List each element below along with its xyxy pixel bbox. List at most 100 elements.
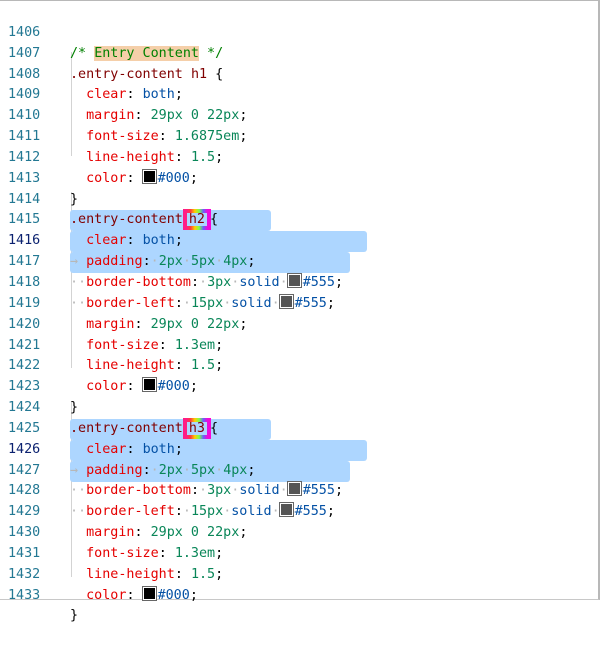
selector: .entry-content <box>70 212 183 228</box>
property: clear <box>86 441 127 457</box>
color-swatch-icon[interactable] <box>141 377 157 393</box>
value: solid <box>239 274 280 290</box>
code-line[interactable]: 1421 line-height: 1.5; <box>8 337 224 374</box>
color-swatch-icon[interactable] <box>141 168 157 184</box>
line-number: 1421 <box>8 337 41 353</box>
line-number: 1432 <box>8 566 41 582</box>
code-line[interactable]: 1432 color: #000; <box>8 566 198 603</box>
code-line[interactable]: 1424 .entry-content h3 { <box>0 377 598 436</box>
rainbow-highlighted-tag: h2 <box>188 212 205 228</box>
code-line[interactable]: 1433 } <box>0 565 598 624</box>
code-line-selected[interactable]: 1427 ··border-bottom:·3px·solid·#555; <box>8 462 343 499</box>
brace: { <box>210 420 219 436</box>
code-line[interactable]: 1410 font-size: 1.6875em; <box>8 108 248 145</box>
code-line[interactable]: 1413 } <box>0 148 598 207</box>
code-line-selected[interactable]: 1417 ··border-bottom:·3px·solid·#555; <box>8 254 343 290</box>
color-swatch-icon[interactable] <box>278 293 294 309</box>
color-swatch-icon[interactable] <box>286 272 302 288</box>
line-number: 1412 <box>8 149 41 165</box>
color-swatch-icon[interactable] <box>141 585 157 601</box>
code-line-selected[interactable]: 1428 ··border-left:·15px·solid·#555; <box>8 483 335 520</box>
line-number: 1410 <box>8 108 41 124</box>
property: border-left <box>86 504 175 520</box>
property: line-height <box>86 358 175 374</box>
value: 29px 0 22px <box>150 525 240 541</box>
value: solid <box>231 504 272 520</box>
line-number: 1423 <box>8 379 41 395</box>
line-number: 1416 <box>8 233 41 249</box>
value: 1.3em <box>174 337 216 353</box>
code-line[interactable]: 1425 clear: both; <box>8 420 183 457</box>
code-line-selected[interactable]: 1418 ··border-left:·15px·solid·#555; <box>8 274 335 311</box>
line-number: 1424 <box>8 400 41 416</box>
property: border-bottom <box>86 274 191 290</box>
line-number: 1427 <box>8 462 41 478</box>
code-line[interactable]: 1422 color: #000; <box>8 358 198 395</box>
code-line[interactable]: 1406 /* Entry Content */ <box>0 2 598 61</box>
brace: { <box>210 212 219 228</box>
indent-guide <box>71 52 72 156</box>
property: margin <box>86 108 135 124</box>
value: #555 <box>302 274 335 290</box>
value: both <box>142 441 175 457</box>
color-swatch-icon[interactable] <box>278 502 294 518</box>
property: color <box>86 379 127 395</box>
property: font-size <box>86 545 159 561</box>
code-line[interactable]: 1431 line-height: 1.5; <box>8 545 224 582</box>
code-line[interactable]: 1414 .entry-content h2 { <box>0 169 598 228</box>
value: #000 <box>157 587 190 603</box>
value: 1.5 <box>190 566 216 582</box>
code-line[interactable]: 1411 line-height: 1.5; <box>8 129 224 165</box>
line-number: 1415 <box>8 212 41 228</box>
value: 1.3em <box>174 545 216 561</box>
code-line[interactable]: 1420 font-size: 1.3em; <box>8 316 224 353</box>
line-number: 1417 <box>8 254 41 270</box>
code-line-selected[interactable]: 1416 → padding:·2px·5px·4px; <box>8 233 256 270</box>
brace: { <box>215 66 224 82</box>
selection-highlight <box>70 210 271 231</box>
value: both <box>142 87 175 103</box>
value: 5px <box>190 462 216 478</box>
property: clear <box>86 87 127 103</box>
code-editor[interactable]: 1406 /* Entry Content */ 1407 .entry-con… <box>0 2 598 624</box>
value: 15px <box>190 295 224 311</box>
value: 15px <box>190 504 224 520</box>
value: solid <box>231 295 272 311</box>
color-swatch-icon[interactable] <box>286 481 302 497</box>
code-line[interactable]: 1430 font-size: 1.3em; <box>8 525 224 561</box>
code-line[interactable]: 1423 } <box>0 356 598 415</box>
value: 2px <box>158 462 183 478</box>
selection-highlight <box>70 440 367 461</box>
code-line[interactable]: 1415 clear: both; <box>8 212 183 249</box>
code-line[interactable]: 1407 .entry-content h1 { <box>0 23 598 82</box>
value: #000 <box>157 170 190 186</box>
value: 3px <box>207 483 232 499</box>
line-number: 1407 <box>8 45 41 61</box>
brace: } <box>70 608 79 624</box>
rainbow-highlighted-tag: h3 <box>188 420 205 436</box>
value: solid <box>239 483 280 499</box>
property: margin <box>86 316 135 332</box>
code-line[interactable]: 1412 color: #000; <box>8 149 198 186</box>
line-number: 1414 <box>8 191 41 207</box>
brace: } <box>70 400 79 416</box>
line-number: 1419 <box>8 295 41 311</box>
code-line[interactable]: 1408 clear: both; <box>8 66 183 103</box>
value: #000 <box>157 379 190 395</box>
line-number: 1420 <box>8 316 41 332</box>
value: #555 <box>294 504 327 520</box>
code-line[interactable]: 1429 margin: 29px 0 22px; <box>8 504 248 541</box>
selector: .entry-content <box>70 420 183 436</box>
code-line[interactable]: 1409 margin: 29px 0 22px; <box>8 87 248 124</box>
code-line-selected[interactable]: 1426 → padding:·2px·5px·4px; <box>8 441 256 478</box>
line-number: 1429 <box>8 504 41 520</box>
line-number: 1408 <box>8 66 41 82</box>
value: 29px 0 22px <box>150 108 240 124</box>
comment-close: */ <box>199 45 224 61</box>
selection-highlight <box>70 252 350 273</box>
code-line[interactable]: 1419 margin: 29px 0 22px; <box>8 295 248 332</box>
value: #555 <box>294 295 327 311</box>
property: margin <box>86 525 135 541</box>
line-number: 1418 <box>8 274 41 290</box>
value: 1.6875em <box>174 129 240 145</box>
